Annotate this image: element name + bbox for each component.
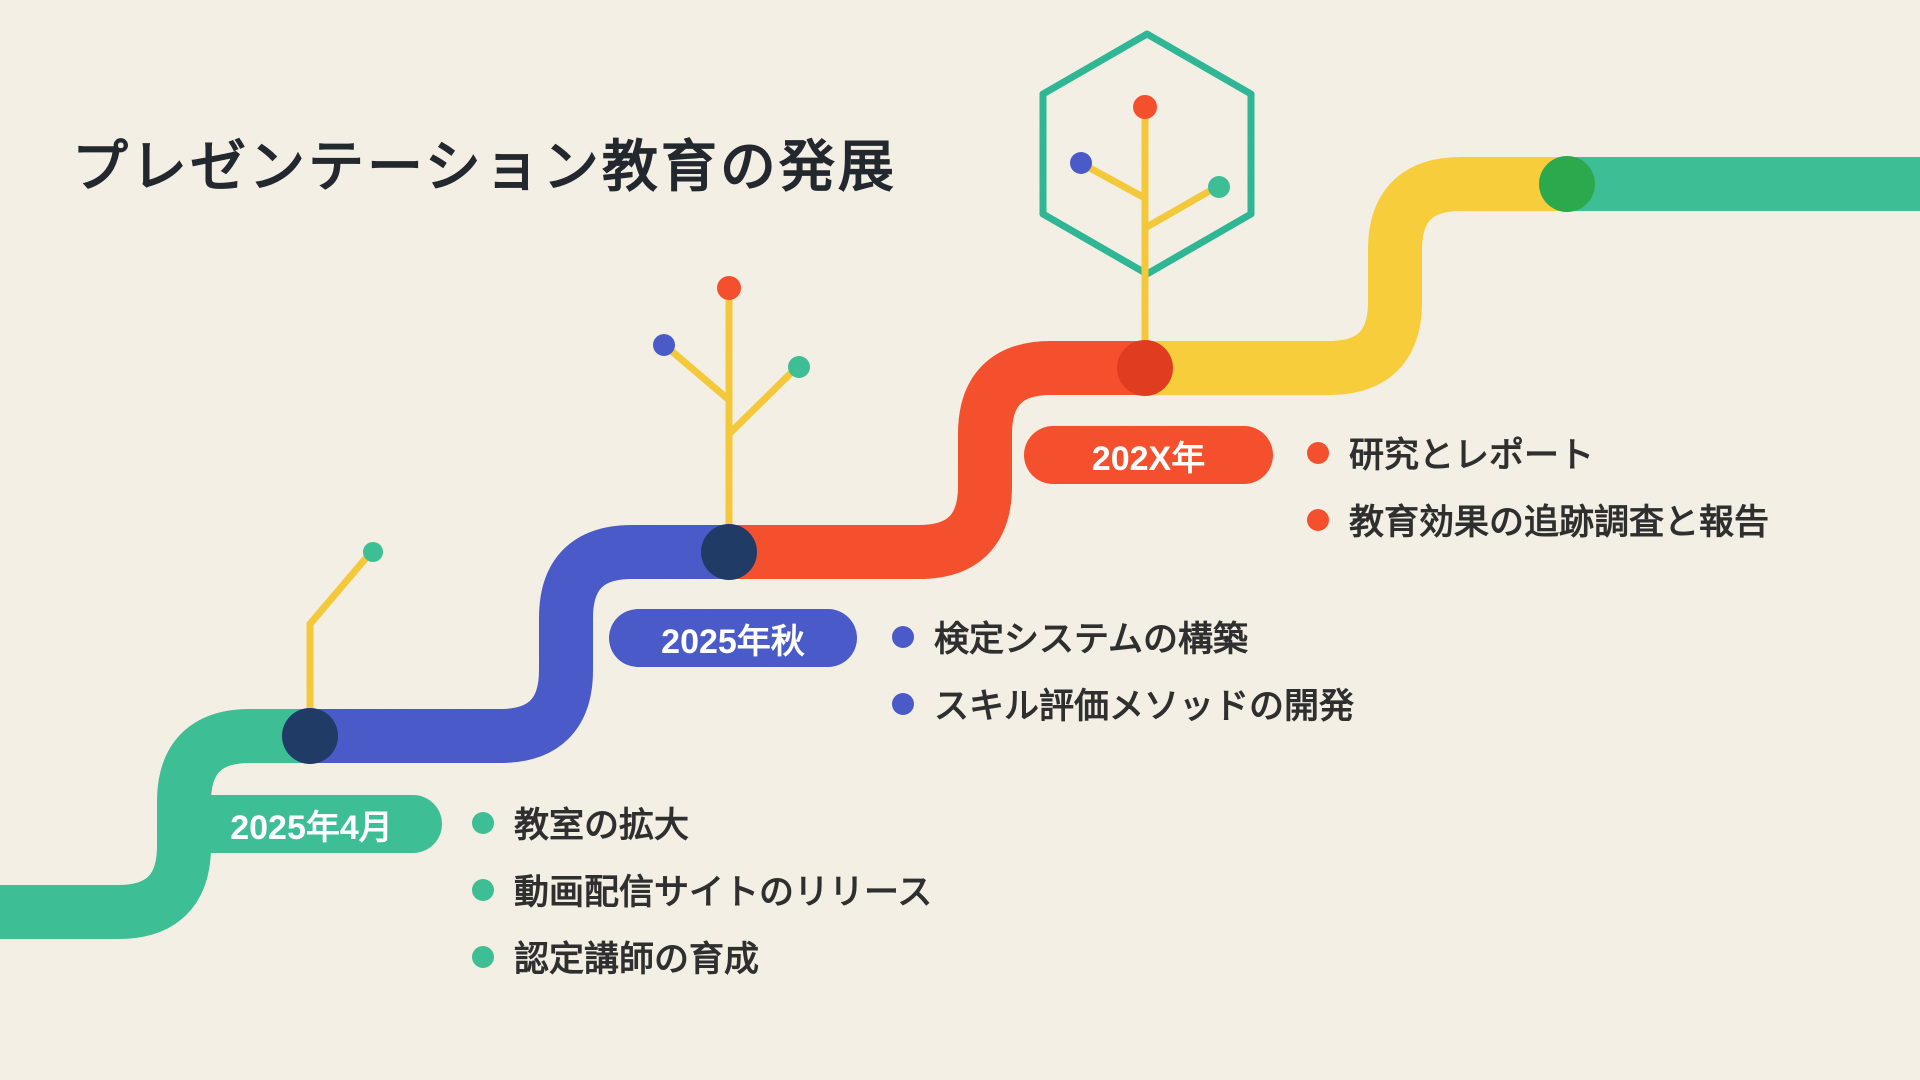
sprout-branch-left <box>1082 162 1149 202</box>
bullet-dot-icon <box>472 811 494 834</box>
milestone-node-3 <box>1117 340 1173 396</box>
sprout-tip-teal <box>788 356 810 378</box>
list-item: スキル評価メソッドの開発 <box>892 681 1354 726</box>
list-item-text: 研究とレポート <box>1349 436 1595 475</box>
milestone-list-1: 教室の拡大 動画配信サイトのリリース 認定講師の育成 <box>472 800 932 1001</box>
milestone-node-4 <box>1539 156 1595 212</box>
sprout-tip-red <box>1133 95 1157 119</box>
sprout-branch-right <box>1141 185 1217 232</box>
bullet-dot-icon <box>1307 441 1329 464</box>
bullet-dot-icon <box>472 945 494 968</box>
milestone-badge-3: 202X年 <box>1024 426 1273 484</box>
sprout-tip-red <box>717 276 741 300</box>
sprout-icon-medium <box>653 276 810 544</box>
timeline-segment-red <box>729 341 1145 579</box>
sprout-stem <box>306 554 370 720</box>
milestone-list-2: 検定システムの構築 スキル評価メソッドの開発 <box>892 614 1354 748</box>
milestone-nodes <box>282 156 1595 764</box>
bullet-dot-icon <box>892 692 914 715</box>
timeline-path <box>0 157 1920 939</box>
list-item-text: スキル評価メソッドの開発 <box>934 687 1355 726</box>
sprout-tip-blue <box>1070 152 1092 174</box>
milestone-badge-1: 2025年4月 <box>181 795 442 853</box>
bullet-dot-icon <box>1307 508 1329 531</box>
list-item: 認定講師の育成 <box>472 934 932 979</box>
bullet-dot-icon <box>472 878 494 901</box>
sprout-icon-small <box>306 542 383 720</box>
list-item: 動画配信サイトのリリース <box>472 867 932 912</box>
sprout-tip-teal <box>1208 176 1230 198</box>
list-item: 検定システムの構築 <box>892 614 1354 659</box>
list-item-text: 教室の拡大 <box>514 806 690 845</box>
list-item-text: 検定システムの構築 <box>934 620 1248 659</box>
bullet-dot-icon <box>892 625 914 648</box>
list-item: 教育効果の追跡調査と報告 <box>1307 497 1769 542</box>
sprout-branch-right <box>725 366 798 438</box>
milestone-node-1 <box>282 708 338 764</box>
sprout-branch-left <box>664 344 733 404</box>
milestone-badge-2: 2025年秋 <box>609 609 857 667</box>
timeline-segment-yellow <box>1145 157 1567 395</box>
milestone-node-2 <box>701 524 757 580</box>
list-item: 教室の拡大 <box>472 800 932 845</box>
sprout-tip-blue <box>653 334 675 356</box>
sprout-tip-teal <box>363 542 383 562</box>
timeline-segment-blue <box>310 525 729 763</box>
list-item-text: 動画配信サイトのリリース <box>514 873 933 912</box>
list-item: 研究とレポート <box>1307 430 1769 475</box>
list-item-text: 教育効果の追跡調査と報告 <box>1349 503 1770 542</box>
list-item-text: 認定講師の育成 <box>514 940 760 979</box>
milestone-list-3: 研究とレポート 教育効果の追跡調査と報告 <box>1307 430 1769 564</box>
hexagon-sprout-icon <box>1039 30 1255 354</box>
page-title: プレゼンテーション教育の発展 <box>72 135 897 198</box>
